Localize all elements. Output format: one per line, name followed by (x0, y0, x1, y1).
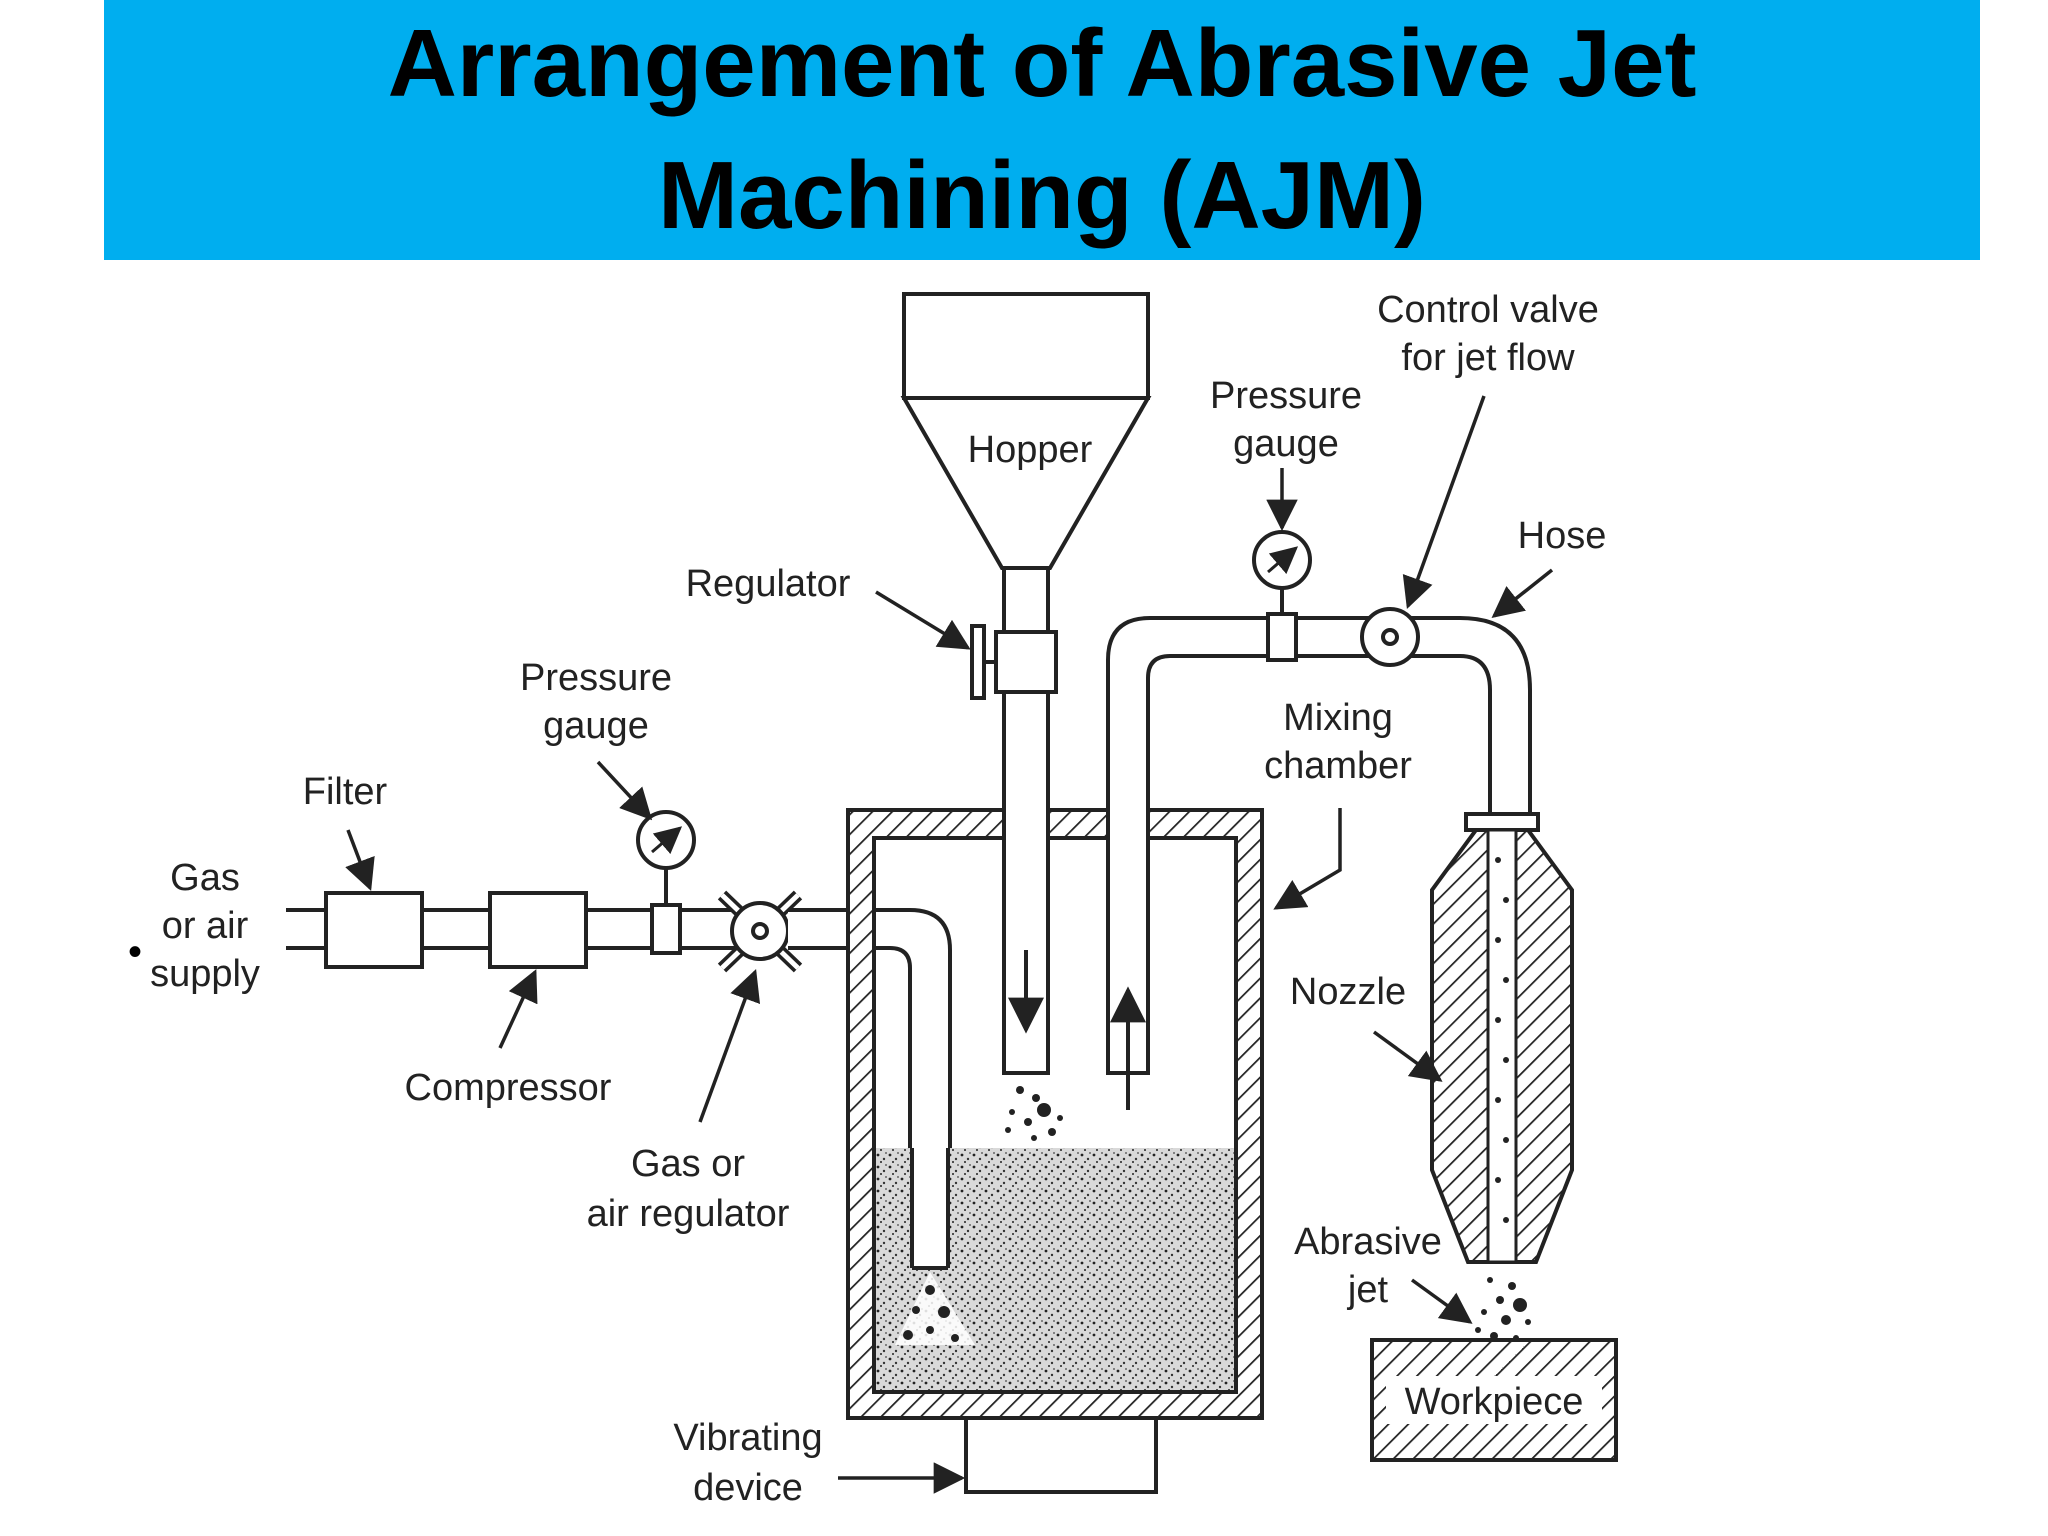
label-control-valve-2: for jet flow (1401, 337, 1575, 379)
control-valve (1360, 607, 1420, 667)
label-filter: Filter (303, 771, 388, 813)
supply-pipe (286, 908, 652, 950)
abrasive-jet-particles (1475, 1277, 1531, 1341)
label-mixing-chamber-2: chamber (1264, 745, 1412, 787)
page-title: Arrangement of Abrasive Jet Machining (A… (387, 10, 1697, 249)
label-gas-regulator-1: Gas or (631, 1143, 745, 1185)
label-nozzle: Nozzle (1290, 971, 1406, 1013)
label-gas-supply-1: Gas (170, 857, 240, 899)
compressor-box (488, 891, 588, 969)
gas-regulator-valve (717, 890, 803, 973)
label-mixing-chamber-1: Mixing (1283, 697, 1393, 739)
pressure-gauge-left (636, 810, 696, 955)
hopper (900, 292, 1152, 1141)
label-pressure-gauge-left-2: gauge (543, 705, 649, 747)
label-vibrating-device-2: device (693, 1467, 803, 1509)
label-abrasive-jet-2: jet (1347, 1269, 1389, 1311)
label-gas-supply-2: or air (162, 905, 249, 947)
label-pressure-gauge-right-2: gauge (1233, 423, 1339, 465)
label-abrasive-jet-1: Abrasive (1294, 1221, 1442, 1263)
outlet-pipe (1106, 616, 1532, 1075)
pressure-gauge-right (1252, 530, 1312, 662)
label-hopper: Hopper (968, 429, 1093, 471)
title-banner: Arrangement of Abrasive Jet Machining (A… (104, 0, 1980, 260)
hopper-regulator (970, 624, 1058, 700)
label-compressor: Compressor (405, 1067, 612, 1109)
label-pressure-gauge-right-1: Pressure (1210, 375, 1362, 417)
vibrating-device-box (964, 1416, 1158, 1494)
label-gas-regulator-2: air regulator (587, 1193, 790, 1235)
label-vibrating-device-1: Vibrating (673, 1417, 822, 1459)
bullet-marker: • (128, 930, 143, 974)
label-gas-supply-3: supply (150, 953, 260, 995)
mixing-chamber (846, 808, 1264, 1420)
label-hose: Hose (1518, 515, 1607, 557)
label-pressure-gauge-left-1: Pressure (520, 657, 672, 699)
label-control-valve-1: Control valve (1377, 289, 1599, 331)
filter-box (324, 891, 424, 969)
leader-arrows (345, 395, 1554, 1494)
nozzle (1430, 812, 1574, 1264)
labels: Gas or air supply Filter Pressure gauge … (150, 289, 1606, 1509)
label-regulator: Regulator (686, 563, 851, 605)
label-workpiece: Workpiece (1405, 1381, 1584, 1423)
